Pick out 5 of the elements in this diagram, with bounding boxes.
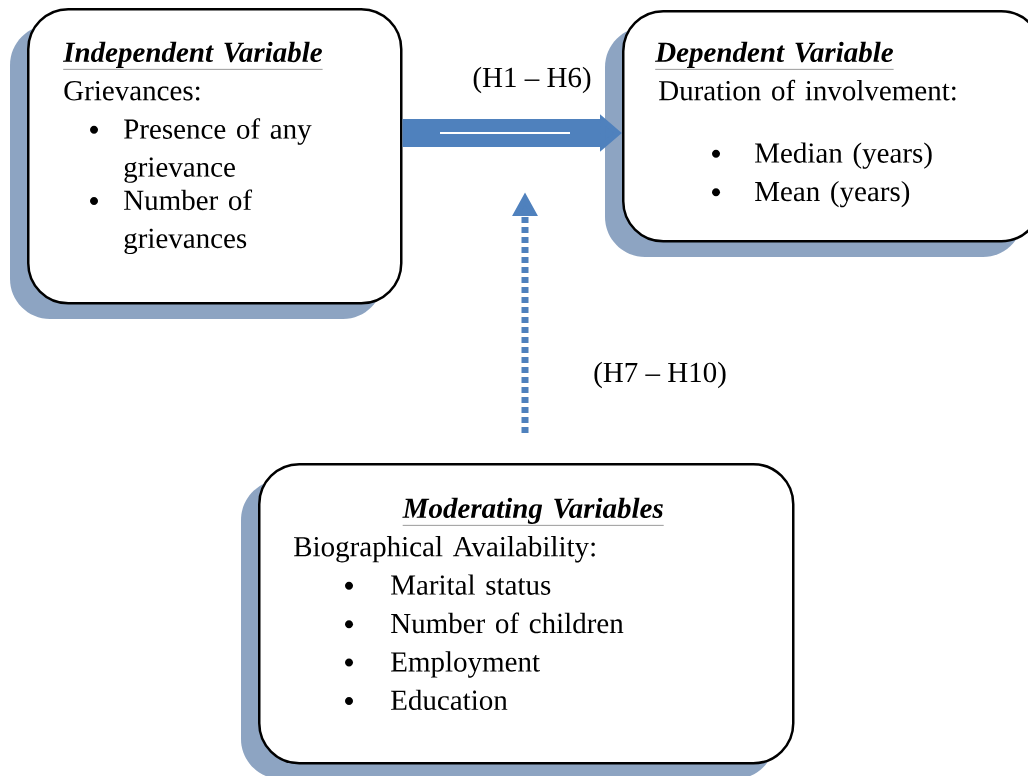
- rounded-box: Independent Variable Grievances: Presence of any grievance Number of grievances: [27, 8, 403, 305]
- rounded-box: Dependent Variable Duration of involvement: Median (years) Mean (years): [622, 10, 1028, 243]
- edge-label: (H1 – H6): [473, 66, 591, 94]
- edge-label: (H7 – H10): [594, 361, 726, 389]
- rounded-box: Moderating Variables Biographical Availability: Marital status Number of children Employment Education: [258, 463, 795, 765]
